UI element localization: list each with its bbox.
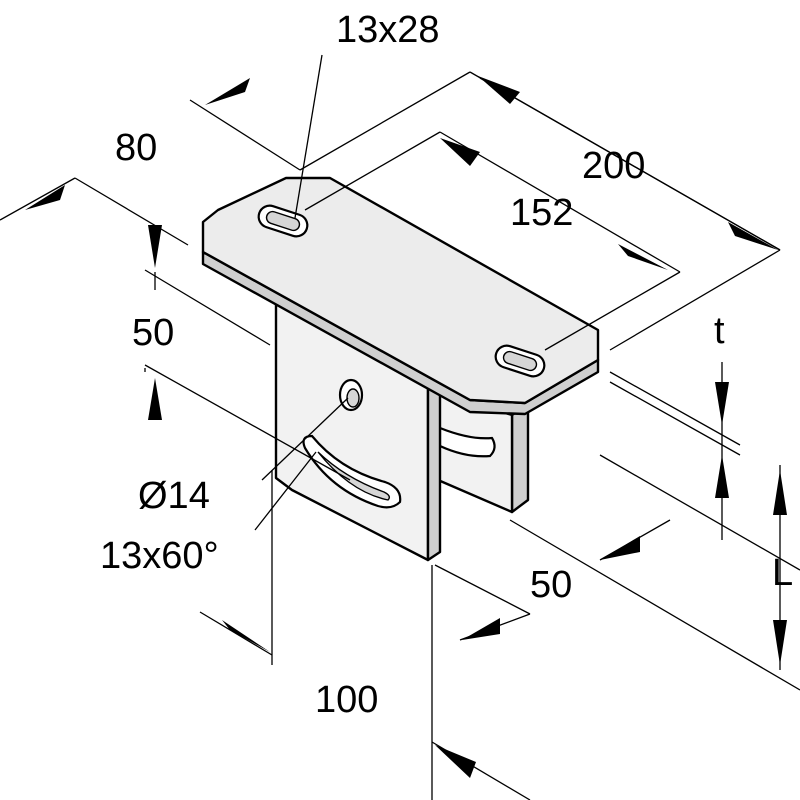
arrow-50-left-up (148, 378, 162, 420)
rear-web-side (510, 403, 530, 514)
label-thickness-t: t (714, 310, 725, 352)
slot-hole-right (494, 344, 546, 378)
label-hole-spacing-152: 152 (510, 192, 573, 234)
arrow-100-right (435, 745, 476, 778)
label-slot-top: 13x28 (336, 9, 440, 51)
label-depth-50: 50 (530, 564, 572, 606)
leader-hole-diameter (261, 397, 349, 481)
arrow-13x28-left (205, 78, 250, 105)
dimension-arrows (25, 76, 787, 778)
label-hole-diameter: Ø14 (138, 475, 210, 517)
front-plate-edge (426, 370, 442, 562)
arrow-200-top (478, 76, 520, 104)
slot-hole-left (257, 204, 309, 238)
arrow-100-left (222, 620, 270, 652)
arrow-50-depth-lower (462, 618, 500, 640)
round-hole (338, 378, 364, 412)
dimension-labels: 13x28 80 200 152 t 50 Ø14 13x60° L 50 10… (100, 9, 793, 721)
label-width-100: 100 (315, 679, 378, 721)
label-width-80: 80 (115, 127, 157, 169)
arc-slot-inner (317, 451, 391, 501)
leader-arc-slot (254, 451, 317, 531)
bracket-part (201, 176, 600, 562)
dimension-lines (0, 71, 800, 800)
leader-lines (254, 54, 349, 531)
arrow-L-down (773, 620, 787, 665)
arrow-200-bottom (728, 222, 778, 250)
label-slot-arc: 13x60° (100, 535, 219, 577)
arrow-152-bottom (618, 244, 668, 270)
top-plate (201, 176, 600, 416)
label-height-50-left: 50 (132, 312, 174, 354)
arrow-80-left (25, 185, 65, 210)
arrow-L-up (773, 470, 787, 515)
arrow-t-down (715, 382, 729, 425)
label-length-200: 200 (582, 145, 645, 187)
arrow-152-top (440, 138, 480, 166)
arrow-80-down (148, 225, 162, 268)
label-height-L: L (772, 552, 793, 594)
leader-13x28 (294, 54, 323, 219)
arrow-50-depth (600, 536, 640, 560)
arrow-t-up (715, 455, 729, 498)
rear-web-slot (438, 426, 496, 458)
